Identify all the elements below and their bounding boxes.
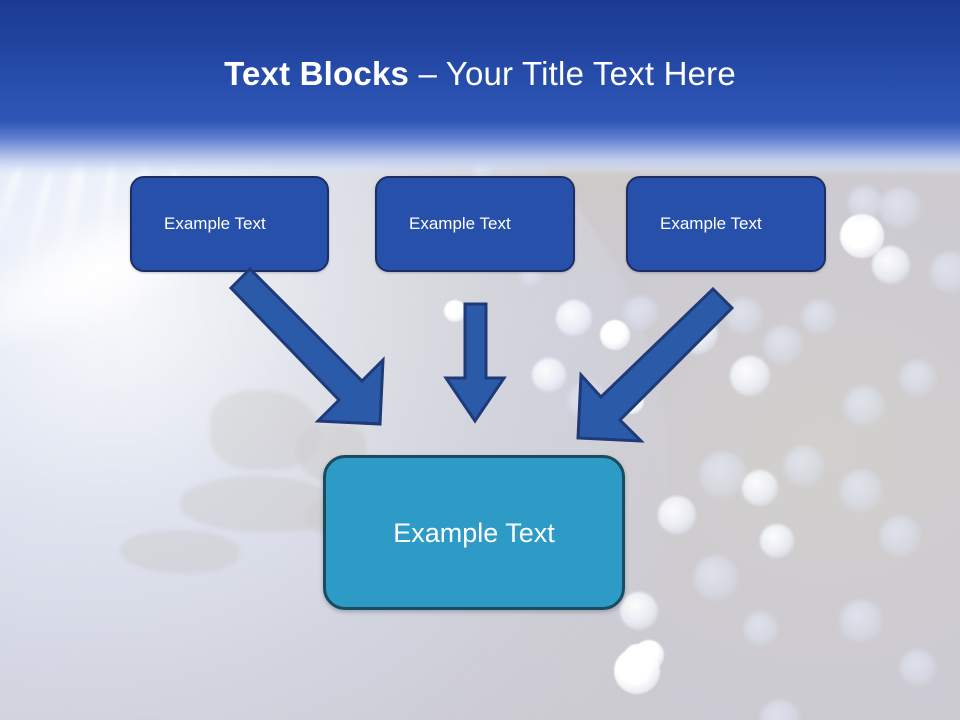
- text-block-1-label: Example Text: [164, 214, 266, 233]
- text-block-2[interactable]: Example Text: [375, 176, 575, 272]
- result-text-block-label: Example Text: [393, 517, 555, 548]
- page-title-separator: –: [418, 55, 446, 92]
- text-block-1[interactable]: Example Text: [130, 176, 329, 272]
- page-title-light: Your Title Text Here: [445, 55, 736, 92]
- text-block-2-label: Example Text: [409, 214, 511, 233]
- text-block-3[interactable]: Example Text: [626, 176, 826, 272]
- result-text-block[interactable]: Example Text: [323, 455, 625, 610]
- page-title: Text Blocks – Your Title Text Here: [0, 52, 960, 96]
- page-title-bold: Text Blocks: [224, 55, 419, 92]
- text-block-3-label: Example Text: [660, 214, 762, 233]
